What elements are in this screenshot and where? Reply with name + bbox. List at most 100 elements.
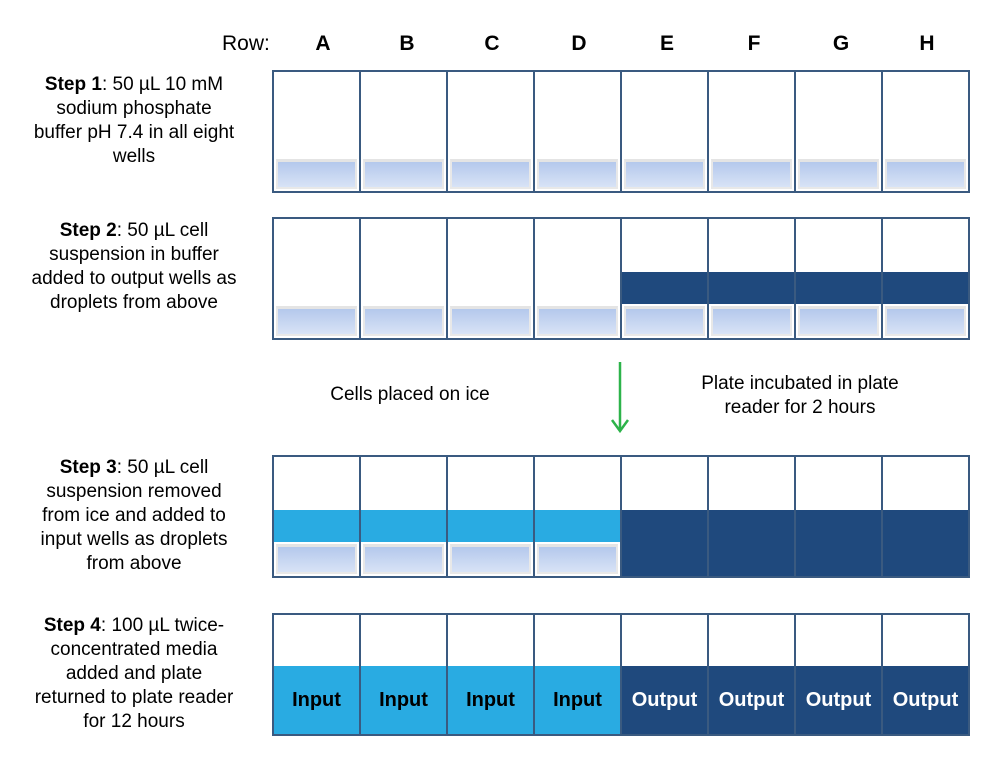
column-a-label: A [315, 32, 331, 55]
cell-suspension-layer [274, 510, 359, 542]
incubated-layer [622, 510, 707, 576]
well-a: Input [274, 615, 361, 734]
incubated-layer [796, 510, 881, 576]
well-e [622, 72, 709, 191]
step-4-line-4: returned to plate reader [34, 687, 234, 708]
output-well-label: Output [796, 666, 881, 734]
step-3-line-5: from above [86, 553, 182, 574]
column-e-label: E [659, 32, 674, 55]
well-c: Input [448, 615, 535, 734]
well-b [361, 72, 448, 191]
column-g-label: G [832, 32, 850, 55]
well-b: Input [361, 615, 448, 734]
well-h [883, 72, 968, 191]
well-g [796, 219, 883, 338]
well-f [709, 457, 796, 576]
buffer-layer [276, 306, 357, 336]
buffer-layer [363, 306, 444, 336]
buffer-layer [798, 306, 879, 336]
step-4-line-3: added and plate [65, 663, 203, 684]
step-3-title: Step 3 [59, 457, 117, 478]
step-3-line-2: suspension removed [46, 481, 222, 502]
well-a [274, 457, 361, 576]
input-well-label: Input [361, 666, 446, 734]
step-1-line-3: buffer pH 7.4 in all eight [33, 122, 235, 143]
well-e [622, 457, 709, 576]
cell-suspension-layer [361, 510, 446, 542]
buffer-layer [624, 306, 705, 336]
well-a [274, 72, 361, 191]
step-1-line-2: sodium phosphate [56, 98, 212, 119]
step-2-plate [272, 217, 970, 340]
down-arrow-icon [610, 362, 630, 434]
buffer-layer [276, 159, 357, 189]
buffer-layer [537, 306, 618, 336]
well-d [535, 72, 622, 191]
step-3-line-3: from ice and added to [42, 505, 226, 526]
well-c [448, 72, 535, 191]
cell-suspension-layer [448, 510, 533, 542]
well-h [883, 457, 968, 576]
buffer-layer [363, 544, 444, 574]
well-d [535, 219, 622, 338]
step-4-plate: Input Input Input Input Output Output Ou… [272, 613, 970, 736]
buffer-layer [885, 306, 966, 336]
incubated-layer [883, 510, 968, 576]
step-2-line-1: : 50 µL cell [116, 220, 209, 241]
well-f [709, 72, 796, 191]
cell-suspension-layer [535, 510, 620, 542]
well-g: Output [796, 615, 883, 734]
input-well-label: Input [274, 666, 359, 734]
well-b [361, 219, 448, 338]
incubation-note-line-2: reader for 2 hours [724, 397, 876, 418]
output-well-label: Output [709, 666, 794, 734]
cell-suspension-layer [796, 272, 881, 304]
step-2-line-3: added to output wells as [31, 268, 237, 289]
well-e [622, 219, 709, 338]
step-3-line-4: input wells as droplets [40, 529, 228, 550]
buffer-layer [624, 159, 705, 189]
step-4-line-5: for 12 hours [83, 711, 185, 732]
step-2-description: Step 2: 50 µL cell suspension in buffer … [0, 219, 268, 315]
step-2-line-2: suspension in buffer [49, 244, 219, 265]
well-d [535, 457, 622, 576]
output-well-label: Output [622, 666, 707, 734]
column-b-label: B [399, 32, 415, 55]
step-3-description: Step 3: 50 µL cell suspension removed fr… [0, 456, 268, 576]
buffer-layer [798, 159, 879, 189]
cell-suspension-layer [709, 272, 794, 304]
incubated-layer [709, 510, 794, 576]
well-h: Output [883, 615, 968, 734]
column-f-label: F [747, 32, 761, 55]
well-e: Output [622, 615, 709, 734]
buffer-layer [276, 544, 357, 574]
step-2-line-4: droplets from above [50, 292, 218, 313]
step-4-line-1: : 100 µL twice- [100, 615, 225, 636]
step-1-description: Step 1: 50 µL 10 mM sodium phosphate buf… [0, 73, 268, 169]
output-well-label: Output [883, 666, 968, 734]
well-b [361, 457, 448, 576]
step-4-description: Step 4: 100 µL twice- concentrated media… [0, 614, 268, 734]
step-3-plate [272, 455, 970, 578]
buffer-layer [450, 544, 531, 574]
buffer-layer [711, 159, 792, 189]
row-label: Row: [222, 32, 270, 55]
buffer-layer [363, 159, 444, 189]
buffer-layer [537, 159, 618, 189]
cell-suspension-layer [883, 272, 968, 304]
step-4-line-2: concentrated media [50, 639, 218, 660]
column-d-label: D [571, 32, 587, 55]
step-1-title: Step 1 [44, 74, 102, 95]
column-c-label: C [484, 32, 500, 55]
buffer-layer [450, 159, 531, 189]
well-h [883, 219, 968, 338]
step-1-plate [272, 70, 970, 193]
step-3-line-1: : 50 µL cell [116, 457, 209, 478]
incubation-note: Plate incubated in plate reader for 2 ho… [660, 372, 940, 420]
step-2-title: Step 2 [59, 220, 117, 241]
input-well-label: Input [448, 666, 533, 734]
column-h-label: H [919, 32, 935, 55]
well-c [448, 219, 535, 338]
input-well-label: Input [535, 666, 620, 734]
